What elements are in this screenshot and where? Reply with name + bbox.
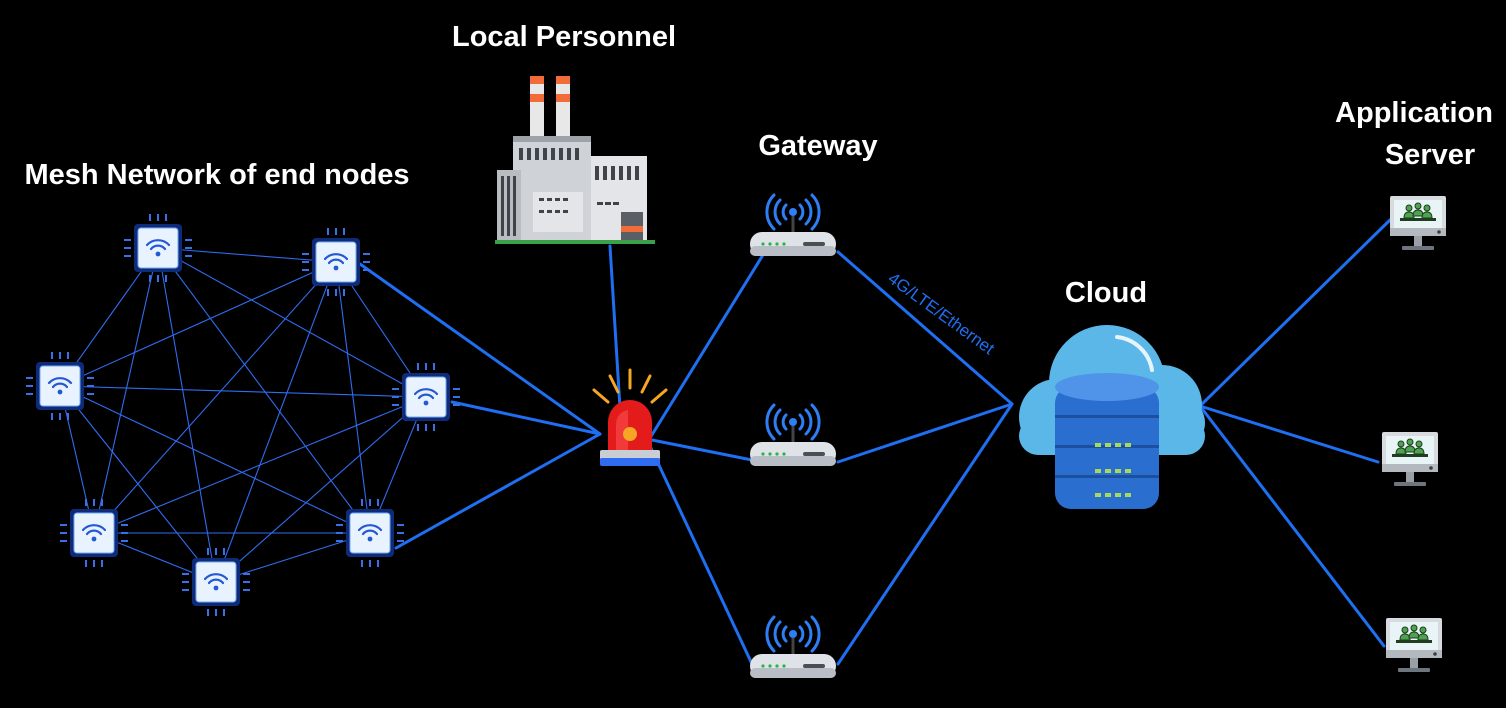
backbone-link xyxy=(358,262,602,436)
factory-icon xyxy=(495,76,655,244)
backbone-link xyxy=(1198,404,1380,464)
backbone-link xyxy=(648,248,768,440)
mesh-link xyxy=(93,396,427,534)
wifi-chip-icon xyxy=(180,546,252,618)
backbone-link xyxy=(650,438,754,462)
link-type-label: 4G/LTE/Ethernet xyxy=(885,269,999,359)
backbone-link xyxy=(608,244,622,410)
wifi-chip-icon xyxy=(390,361,462,433)
mesh-link xyxy=(215,532,371,583)
backbone-link xyxy=(1198,404,1386,648)
backbone-link xyxy=(836,250,1014,406)
mesh-link xyxy=(93,247,159,534)
local-personnel-label: Local Personnel xyxy=(452,21,676,53)
wifi-chip-icon xyxy=(122,212,194,284)
mesh-link xyxy=(59,385,95,534)
end-node-7 xyxy=(180,546,252,618)
backbone-link xyxy=(836,402,1014,666)
end-node-5 xyxy=(58,497,130,569)
mesh-link xyxy=(157,247,427,398)
backbone-link xyxy=(648,444,754,666)
gateway-router-1 xyxy=(748,193,838,258)
mesh-link xyxy=(335,261,371,534)
router-icon xyxy=(748,615,838,680)
router-icon xyxy=(748,403,838,468)
end-nodes xyxy=(24,212,462,618)
mesh-link xyxy=(59,385,427,398)
gateway-router-3 xyxy=(748,615,838,680)
backbone-link xyxy=(1198,218,1392,408)
monitor-users-icon xyxy=(1381,431,1439,487)
backbone-link xyxy=(394,432,602,550)
end-node-2 xyxy=(300,226,372,298)
end-node-1 xyxy=(122,212,194,284)
wifi-chip-icon xyxy=(58,497,130,569)
mesh-link xyxy=(59,385,371,534)
router-icon xyxy=(748,193,838,258)
monitor-users-icon xyxy=(1389,195,1447,251)
end-node-3 xyxy=(24,350,96,422)
end-node-4 xyxy=(390,361,462,433)
siren-icon xyxy=(592,368,668,466)
mesh-link xyxy=(59,261,337,387)
backbone-link xyxy=(836,402,1014,464)
mesh-link xyxy=(93,261,337,534)
mesh-link xyxy=(157,247,337,263)
monitor-users-icon xyxy=(1385,617,1443,673)
mesh-link xyxy=(215,261,337,583)
app-server-2 xyxy=(1381,431,1439,487)
application-server-label-line2: Server xyxy=(1385,139,1475,171)
mesh-link xyxy=(157,247,217,583)
gateway-router-2 xyxy=(748,403,838,468)
wifi-chip-icon xyxy=(300,226,372,298)
backbone-link xyxy=(450,400,602,436)
backbone-links xyxy=(358,218,1392,666)
mesh-link xyxy=(157,247,371,534)
mesh-link xyxy=(59,385,217,583)
end-node-6 xyxy=(334,497,406,569)
gateway-label: Gateway xyxy=(758,130,877,162)
application-server-label-line1: Application xyxy=(1335,97,1493,129)
wifi-chip-icon xyxy=(334,497,406,569)
mesh-links xyxy=(59,247,427,583)
cloud-database-icon xyxy=(1019,325,1205,509)
mesh-network-label: Mesh Network of end nodes xyxy=(24,159,409,191)
app-server-1 xyxy=(1389,195,1447,251)
mesh-link xyxy=(215,396,427,583)
app-server-3 xyxy=(1385,617,1443,673)
wifi-chip-icon xyxy=(24,350,96,422)
cloud-label: Cloud xyxy=(1065,277,1147,309)
